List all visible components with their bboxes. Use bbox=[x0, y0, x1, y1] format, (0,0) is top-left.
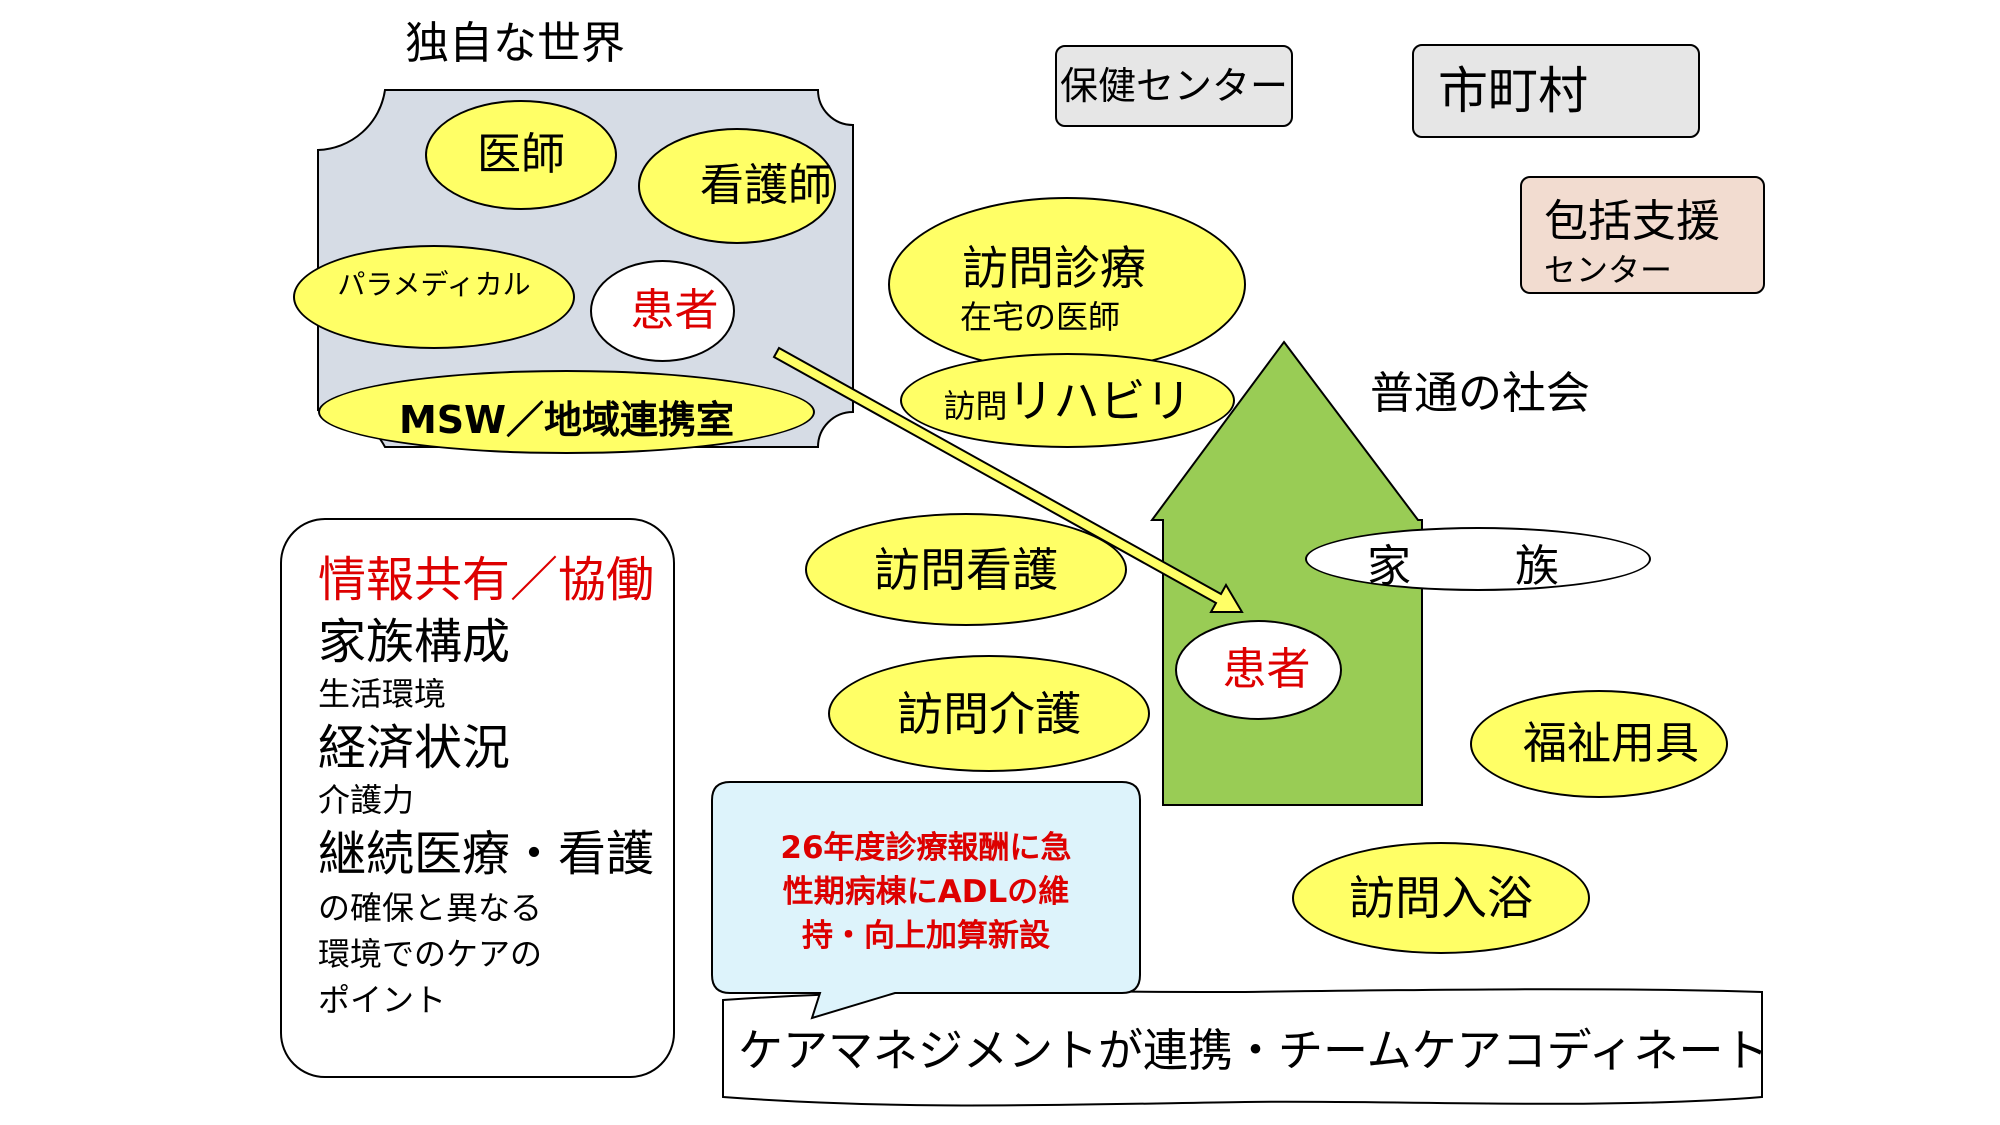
family-bubble: 家 族 bbox=[1305, 527, 1651, 591]
home-patient-bubble: 患者 bbox=[1175, 620, 1342, 720]
hospital-patient-bubble: 患者 bbox=[590, 260, 735, 362]
home-doctor-label: 在宅の医師 bbox=[960, 298, 1121, 336]
paramedical-bubble: パラメディカル bbox=[293, 245, 575, 349]
support-center-label-2: センター bbox=[1544, 251, 1673, 289]
health-center-box: 保健センター bbox=[1055, 45, 1293, 127]
info-line-securing: の確保と異なる bbox=[318, 889, 543, 927]
municipality-box: 市町村 bbox=[1412, 44, 1700, 138]
info-line-points: ポイント bbox=[318, 981, 447, 1019]
home-rehab-bubble: 訪問リハビリ bbox=[900, 353, 1235, 448]
nurse-label: 看護師 bbox=[700, 160, 832, 211]
callout-line-2: 性期病棟にADLの維 bbox=[782, 874, 1070, 910]
home-patient-label: 患者 bbox=[1222, 644, 1311, 695]
home-nursing-label: 訪問看護 bbox=[874, 542, 1058, 597]
home-bathing-bubble: 訪問入浴 bbox=[1292, 842, 1590, 954]
hospital-patient-label: 患者 bbox=[630, 285, 719, 336]
home-rehab-prefix: 訪問 bbox=[943, 386, 1008, 425]
welfare-equipment-bubble: 福祉用具 bbox=[1470, 690, 1728, 798]
hospital-title: 独自な世界 bbox=[405, 18, 625, 69]
info-sharing-box: 情報共有／協働 家族構成 生活環境 経済状況 介護力 継続医療・看護 の確保と異… bbox=[280, 518, 675, 1078]
home-rehab-label: リハビリ bbox=[1007, 373, 1192, 428]
msw-label: MSW／地域連携室 bbox=[398, 398, 735, 442]
home-visit-medical-label: 訪問診療 bbox=[962, 241, 1146, 295]
nurse-bubble: 看護師 bbox=[638, 128, 836, 244]
home-bathing-label: 訪問入浴 bbox=[1349, 871, 1533, 925]
callout-line-3: 持・向上加算新設 bbox=[802, 918, 1050, 954]
info-line-different-env: 環境でのケアの bbox=[318, 935, 543, 973]
info-line-living-environment: 生活環境 bbox=[318, 675, 447, 713]
home-care-bubble: 訪問介護 bbox=[828, 655, 1150, 772]
support-center-label-1: 包括支援 bbox=[1544, 196, 1720, 247]
doctor-label: 医師 bbox=[477, 129, 565, 180]
home-visit-medical-bubble: 訪問診療 在宅の医師 bbox=[888, 197, 1246, 372]
callout-bubble bbox=[711, 781, 1141, 1020]
support-center-box: 包括支援 センター bbox=[1520, 176, 1765, 294]
family-label: 家 族 bbox=[1367, 541, 1589, 592]
info-line-family-structure: 家族構成 bbox=[318, 614, 511, 670]
paramedical-label: パラメディカル bbox=[337, 268, 531, 301]
callout-line-1: 26年度診療報酬に急 bbox=[780, 830, 1072, 866]
home-nursing-bubble: 訪問看護 bbox=[805, 513, 1127, 626]
info-heading: 情報共有／協働 bbox=[318, 552, 655, 608]
community-title: 普通の社会 bbox=[1370, 368, 1590, 419]
doctor-bubble: 医師 bbox=[425, 100, 617, 210]
banner-text: ケアマネジメントが連携・チームケアコディネート bbox=[738, 1024, 1769, 1077]
home-care-label: 訪問介護 bbox=[897, 686, 1081, 741]
callout-text: 26年度診療報酬に急 性期病棟にADLの維 持・向上加算新設 bbox=[712, 826, 1140, 958]
info-line-economic-status: 経済状況 bbox=[318, 720, 511, 776]
welfare-equipment-label: 福祉用具 bbox=[1523, 718, 1699, 769]
msw-bubble: MSW／地域連携室 bbox=[318, 370, 815, 454]
municipality-label: 市町村 bbox=[1438, 62, 1588, 120]
info-line-continuing-care: 継続医療・看護 bbox=[318, 826, 655, 882]
info-line-care-capacity: 介護力 bbox=[318, 781, 415, 819]
transfer-arrow bbox=[772, 346, 1244, 613]
health-center-label: 保健センター bbox=[1059, 64, 1288, 108]
